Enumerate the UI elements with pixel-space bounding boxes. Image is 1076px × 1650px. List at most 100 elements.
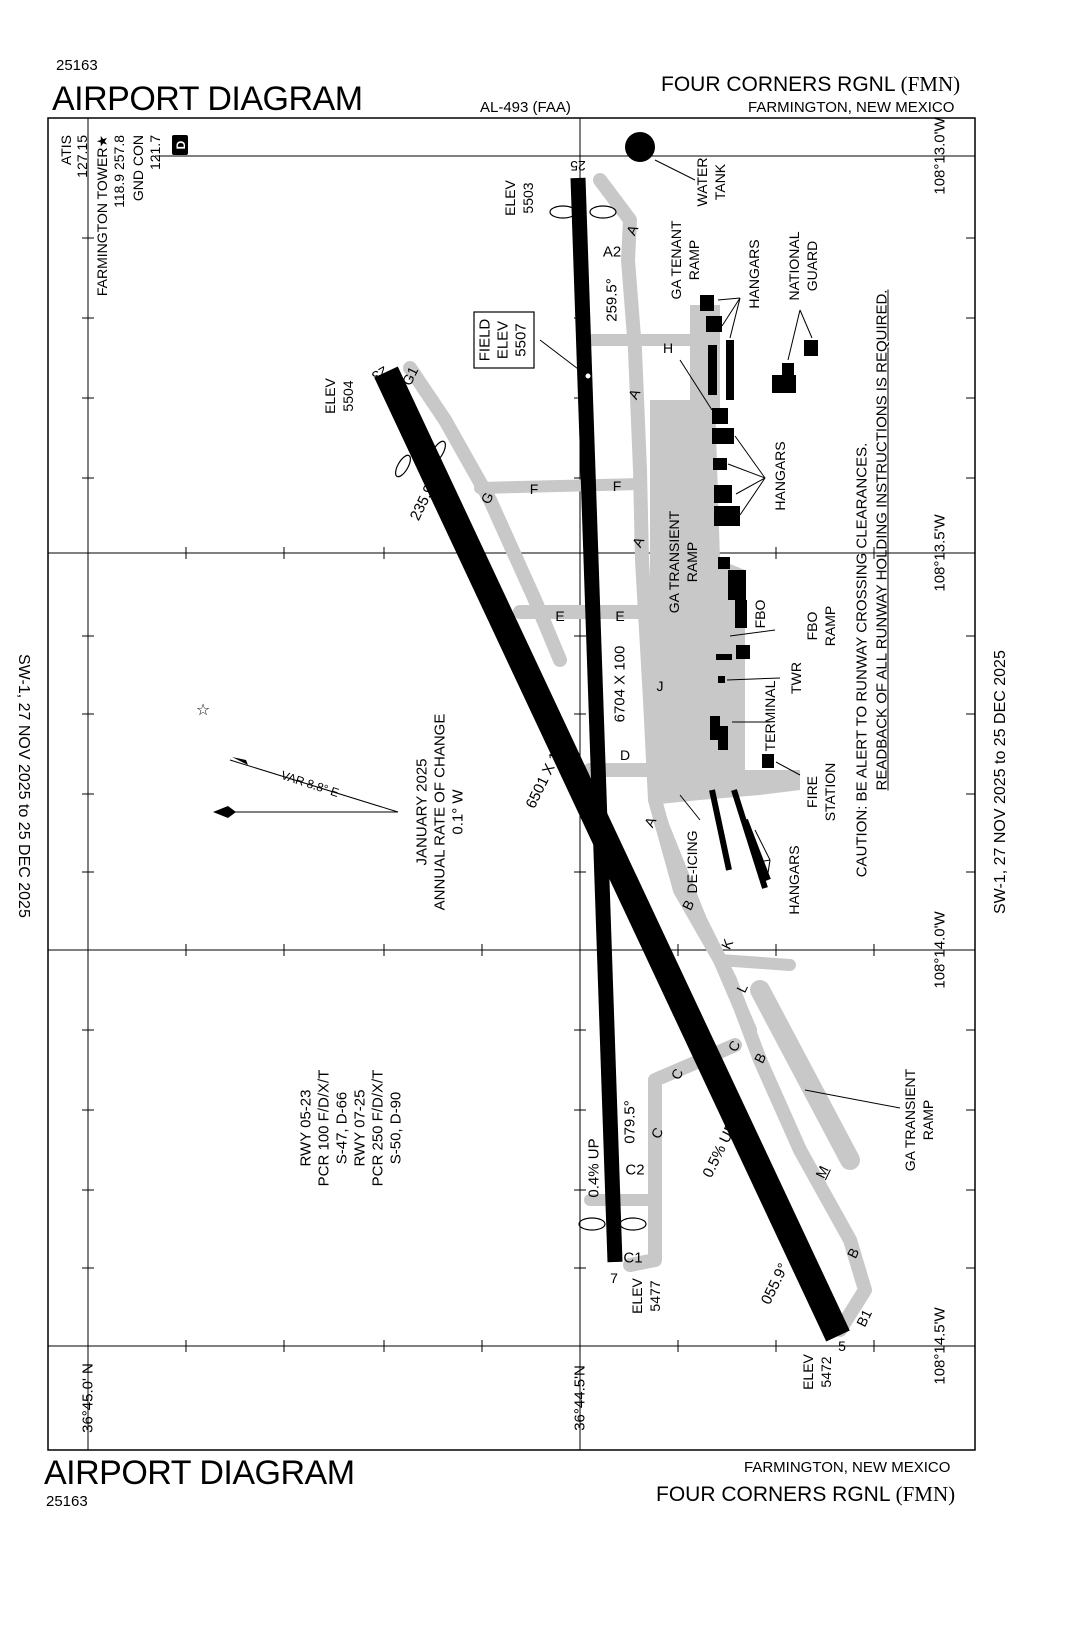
hold-oval-1 [549, 205, 577, 219]
hold-oval-2 [589, 205, 617, 219]
ga-transient-ramp [650, 400, 800, 805]
lat-label-1: 36°45.0' N [79, 1363, 97, 1433]
pcr-line-4: RWY 07-25 [351, 1089, 369, 1167]
hangar-2 [706, 316, 722, 332]
hold-oval-5 [578, 1217, 606, 1231]
elev-25-value: 5503 [520, 182, 536, 214]
hangar-10 [718, 557, 730, 569]
chart-title-bottom: AIRPORT DIAGRAM [44, 1454, 355, 1492]
water-tank-symbol [625, 132, 655, 162]
field-elev-value: 5507 [512, 323, 530, 357]
deice-hangar-3 [742, 818, 771, 882]
elev-5-label: ELEV [800, 1354, 816, 1390]
elev-23-label: ELEV [322, 378, 338, 414]
taxiway-g [403, 361, 567, 667]
true-north-arrow [213, 806, 236, 818]
taxiway-b [653, 813, 872, 1337]
ga-transient-label-2: RAMP [684, 541, 700, 583]
taxiway-f [474, 478, 646, 494]
deice-hangars [709, 789, 771, 889]
national-guard-3 [804, 340, 818, 356]
pcr-line-1: RWY 05-23 [297, 1089, 315, 1167]
hangar-1 [700, 295, 714, 311]
city-bottom: FARMINGTON, NEW MEXICO [744, 1459, 951, 1476]
lon-label-3: 108°14.0'W [931, 911, 949, 989]
pcr-line-2: PCR 100 F/D/X/T [315, 1069, 333, 1187]
grid-ticks [82, 237, 975, 1352]
hangar-5 [712, 408, 728, 424]
airport-name-bottom-text: FOUR CORNERS RGNL [656, 1483, 890, 1506]
taxiway-label-c2b: C2 [625, 1161, 645, 1179]
runway-5-23 [374, 366, 850, 1342]
al-number: AL-493 (FAA) [480, 99, 571, 116]
pcr-line-3: S-47, D-66 [333, 1091, 351, 1165]
national-guard-2 [772, 375, 796, 393]
rwy5-end: 5 [838, 1338, 846, 1354]
hangars-label-3: HANGARS [786, 845, 802, 915]
field-elev-label-1: FIELD [476, 318, 494, 362]
gnd-label: GND CON [130, 135, 146, 202]
hold-markings [395, 205, 647, 1231]
d-atis-box [172, 135, 188, 155]
hold-oval-4 [430, 440, 446, 464]
rwy25-end: 25 [570, 158, 586, 174]
ga-tenant-label-1: GA TENANT [668, 220, 684, 300]
national-guard-label-2: GUARD [804, 240, 820, 292]
ga-transient-south-label-1: GA TRANSIENT [902, 1068, 918, 1172]
airport-name-top-text: FOUR CORNERS RGNL [661, 73, 895, 96]
fbo-ramp-label-2: RAMP [822, 605, 838, 647]
hangar-8 [714, 485, 732, 503]
caution-line-1: CAUTION: BE ALERT TO RUNWAY CROSSING CLE… [853, 442, 871, 878]
ramp-areas [650, 305, 800, 805]
fbo-building-2 [735, 600, 747, 628]
field-elev-label-2: ELEV [494, 320, 512, 360]
taxiway-label-e1: E [555, 608, 565, 624]
elev-7-label: ELEV [629, 1278, 645, 1314]
taxiway-label-d: D [619, 747, 631, 763]
fire-station [762, 754, 774, 768]
taxiway-k-l [714, 954, 796, 971]
airport-name-bottom: FOUR CORNERS RGNL (FMN) [656, 1483, 955, 1506]
city-top: FARMINGTON, NEW MEXICO [748, 99, 955, 116]
fbo-building [728, 570, 746, 600]
airport-name-top: FOUR CORNERS RGNL (FMN) [661, 73, 960, 96]
twr-building-1 [716, 654, 732, 660]
terminal-1 [710, 716, 720, 740]
magvar-rate-label: ANNUAL RATE OF CHANGE [431, 713, 449, 911]
elev-5-value: 5472 [818, 1356, 834, 1388]
lon-label-2: 108°13.5'W [931, 514, 949, 592]
ga-transient-label-1: GA TRANSIENT [666, 510, 682, 614]
hangar-3 [708, 345, 717, 395]
water-tank-label-1: WATER [694, 157, 710, 207]
atis-freq: 127.15 [74, 135, 90, 178]
diagram-frame [47, 117, 976, 1451]
gnd-freq: 121.7 [147, 135, 163, 171]
taxiway-label-a2: A2 [602, 243, 622, 261]
fbo-ramp-label-1: FBO [804, 611, 820, 641]
lat-label-2: 36°44.5'N [571, 1365, 589, 1431]
lon-label-1: 108°13.0'W [931, 117, 949, 195]
tower-label: FARMINGTON TOWER★ [94, 135, 110, 297]
hangars-label-1: HANGARS [746, 239, 762, 309]
ga-transient-south-label-2: RAMP [920, 1099, 936, 1141]
hangars-label-2: HANGARS [772, 441, 788, 511]
rwy7-end: 7 [610, 1270, 618, 1286]
national-guard-label-1: NATIONAL [786, 231, 802, 301]
runway-7-25 [570, 177, 623, 1263]
taxiway-label-f: F [529, 481, 539, 497]
national-guard-1 [782, 363, 794, 375]
pcr-line-6: S-50, D-90 [387, 1091, 405, 1165]
hangar-9 [714, 506, 740, 526]
terminal-label: TERMINAL [762, 680, 778, 752]
deice-hangar-1 [709, 789, 732, 871]
fbo-hangar [736, 645, 750, 659]
deicing-label: DE-ICING [684, 830, 700, 894]
hangar-7 [713, 458, 727, 470]
chart-number-top: 25163 [56, 57, 98, 74]
rwy7-25-dimensions: 6704 X 100 [611, 645, 629, 723]
ga-tenant-label-2: RAMP [686, 239, 702, 281]
fbo-label: FBO [752, 599, 768, 629]
taxiway-label-e2: E [615, 608, 625, 624]
control-tower [718, 676, 725, 683]
